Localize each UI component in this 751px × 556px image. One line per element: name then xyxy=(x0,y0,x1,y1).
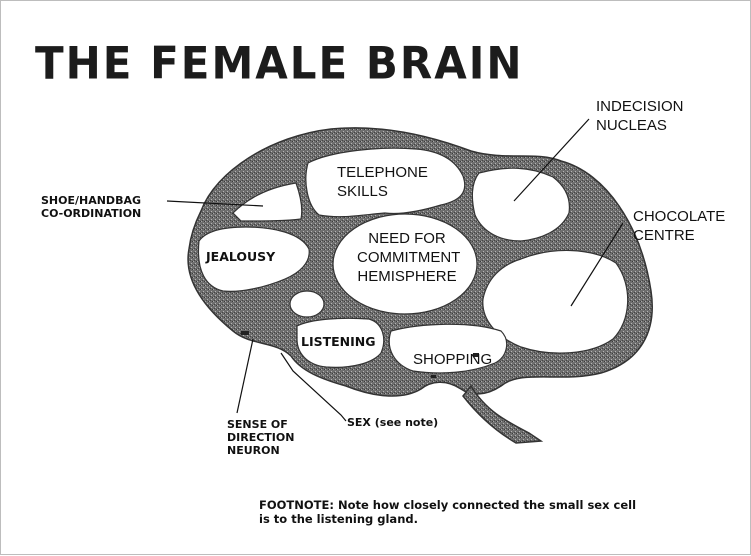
label-sense-of-direction: SENSE OF DIRECTION NEURON xyxy=(227,418,294,457)
label-shoe-handbag: SHOE/HANDBAG CO-ORDINATION xyxy=(41,194,141,220)
brain-stem xyxy=(463,386,541,443)
region-indecision xyxy=(472,168,569,241)
label-jealousy: JEALOUSY xyxy=(206,249,275,264)
region-sex-cell xyxy=(290,291,324,317)
label-shopping: SHOPPING xyxy=(413,350,492,369)
leader-direction xyxy=(237,339,253,413)
footnote-line-2: is to the listening gland. xyxy=(259,512,699,526)
label-sex: SEX (see note) xyxy=(347,416,438,429)
label-commitment: NEED FOR COMMITMENT HEMISPHERE xyxy=(357,229,457,286)
footnote-line-1: FOOTNOTE: Note how closely connected the… xyxy=(259,498,699,512)
footnote: FOOTNOTE: Note how closely connected the… xyxy=(259,498,699,526)
label-listening: LISTENING xyxy=(301,334,376,349)
label-chocolate: CHOCOLATE CENTRE xyxy=(633,207,725,245)
label-indecision: INDECISION NUCLEAS xyxy=(596,97,684,135)
label-telephone: TELEPHONE SKILLS xyxy=(337,163,428,201)
